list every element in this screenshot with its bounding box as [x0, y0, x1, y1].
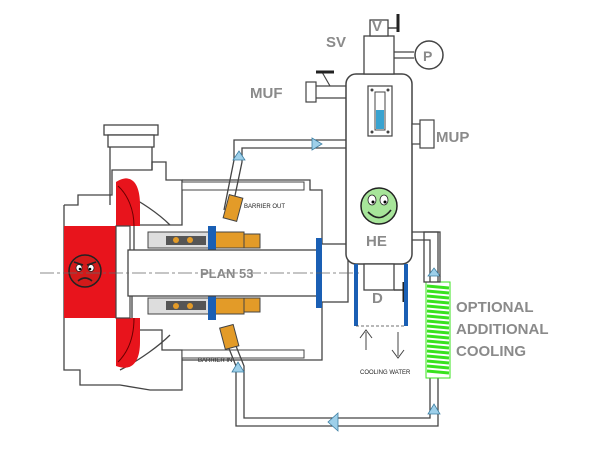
- coil-winding: [426, 344, 450, 350]
- shaft: [40, 238, 360, 308]
- barrier-out-label: BARRIER OUT: [244, 204, 285, 210]
- cooling-coil: [423, 231, 451, 379]
- angry-face-icon: [68, 254, 102, 288]
- coil-winding: [426, 339, 450, 345]
- optional-label-1: OPTIONAL: [456, 299, 534, 316]
- coil-winding: [426, 334, 450, 340]
- flow-arrows: [231, 137, 441, 432]
- coil-winding: [426, 294, 450, 300]
- optional-label-2: ADDITIONAL: [456, 321, 549, 338]
- muf-label: MUF: [250, 85, 283, 102]
- plan-label: PLAN 53: [200, 266, 253, 281]
- coil-winding: [426, 369, 450, 375]
- barrier-in-label: BARRIER IN: [198, 358, 232, 364]
- pressure-gauge: [414, 40, 444, 70]
- coil-winding: [426, 324, 450, 330]
- mup-label: MUP: [436, 129, 469, 146]
- optional-label-3: COOLING: [456, 343, 526, 360]
- bearing-housing: [181, 179, 323, 361]
- smiling-face-icon: [360, 187, 398, 225]
- p-label: P: [423, 48, 432, 64]
- mechanical-seal: [147, 226, 261, 320]
- he-label: HE: [366, 233, 387, 250]
- coil-winding: [426, 314, 450, 320]
- coil-winding: [426, 299, 450, 305]
- sv-label: SV: [326, 34, 346, 51]
- coil-winding: [426, 364, 450, 370]
- d-label: D: [372, 290, 383, 307]
- v-label: V: [372, 18, 382, 35]
- seal-pot-reservoir: [305, 14, 435, 359]
- coil-winding: [426, 289, 450, 295]
- coil-winding: [426, 359, 450, 365]
- coil-winding: [426, 304, 450, 310]
- coil-winding: [426, 319, 450, 325]
- cooling-water-label: COOLING WATER: [360, 370, 411, 376]
- coil-winding: [426, 354, 450, 360]
- coil-winding: [426, 329, 450, 335]
- coil-winding: [426, 309, 450, 315]
- coil-winding: [426, 284, 450, 290]
- coil-winding: [426, 349, 450, 355]
